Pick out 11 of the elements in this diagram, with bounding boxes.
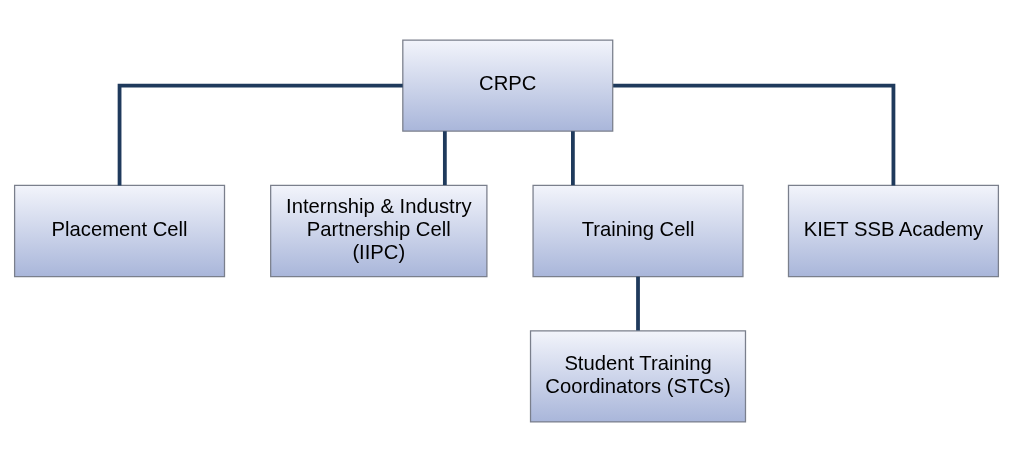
connector — [612, 83, 895, 185]
node-box: KIET SSB Academy — [787, 184, 999, 277]
connector — [442, 130, 447, 185]
node-box: Internship & Industry Partnership Cell (IIPC) — [269, 184, 488, 277]
node-box: Student Training Coordinators (STCs) — [529, 329, 746, 423]
connector — [117, 83, 403, 185]
node-box: CRPC — [401, 38, 613, 132]
connector — [570, 130, 575, 185]
connector — [635, 276, 640, 330]
node-box: Training Cell — [531, 184, 744, 277]
node-box: Placement Cell — [13, 184, 225, 277]
